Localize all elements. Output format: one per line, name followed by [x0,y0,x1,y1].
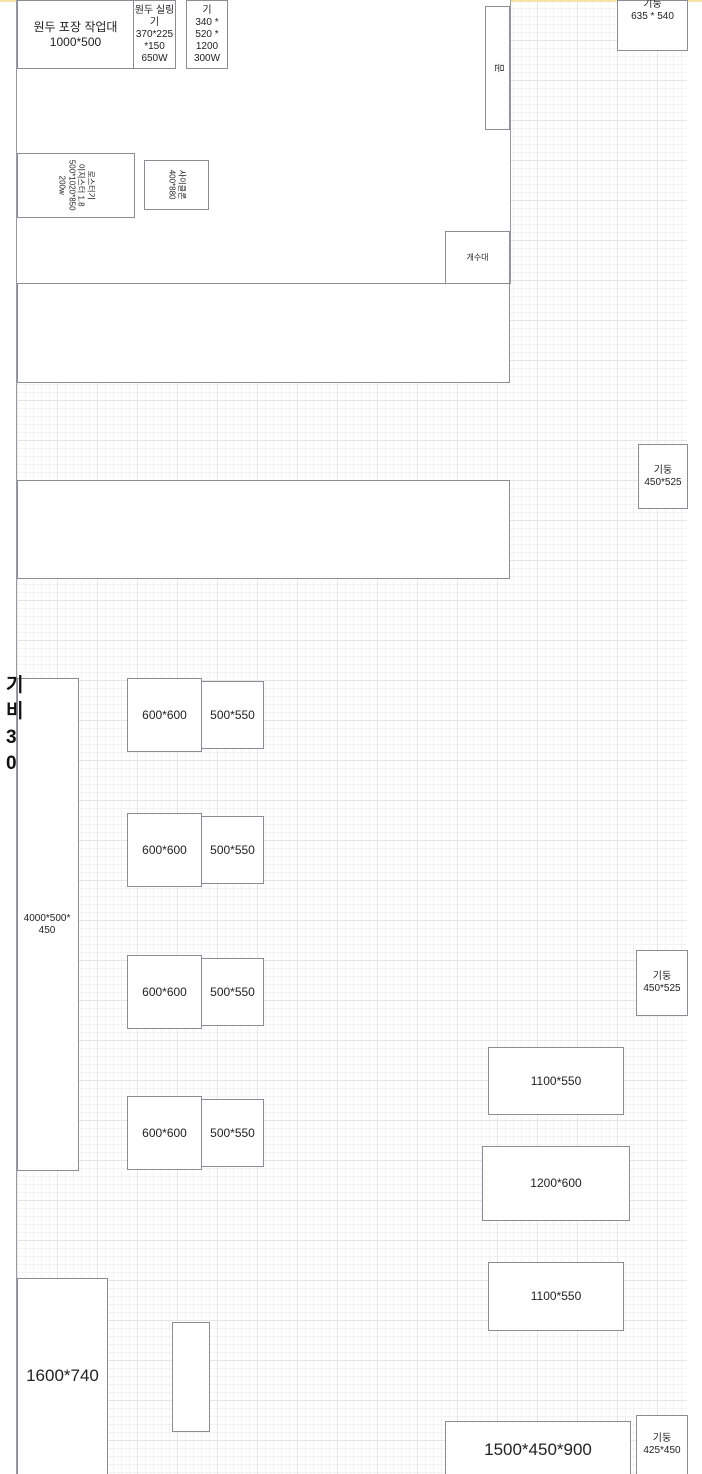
pillar-bottom-label: 기둥 425*450 [643,1433,681,1456]
right-table-3-label: 1100*550 [530,1289,582,1304]
station-small-1[interactable]: 500*550 [201,681,264,749]
station-small-1-label: 500*550 [210,707,255,722]
station-small-3-label: 500*550 [210,984,255,999]
cutoff-char-1: 기 [6,675,24,696]
bottom-left-table[interactable]: 1600*740 [17,1278,108,1474]
machine-340[interactable]: 기 340 * 520 * 1200 300W [186,0,228,69]
right-table-2[interactable]: 1200*600 [482,1146,630,1221]
right-table-2-label: 1200*600 [530,1176,582,1191]
roaster[interactable]: 로스터기 이지스터 1.8 500*1020*850 200w [17,153,135,218]
sealing-machine-label: 원두 실링 기 370*225 *150 650W [134,4,175,64]
packing-table[interactable]: 원두 포장 작업대 1000*500 [17,0,134,69]
right-table-1[interactable]: 1100*550 [488,1047,624,1115]
cyclone-label: 사이클론 400*880 [167,170,187,200]
pillar-top-label: 기둥 635 * 540 [631,0,674,22]
pillar-top[interactable]: 기둥 635 * 540 [617,0,688,51]
pillar-mid-1[interactable]: 기둥 450*525 [638,444,688,509]
pillar-mid-2[interactable]: 기둥 450*525 [636,950,688,1016]
bottom-counter-label: 1500*450*900 [484,1439,592,1459]
cyclone[interactable]: 사이클론 400*880 [144,160,209,210]
long-table-label: 4000*500* 450 [23,912,71,936]
cutoff-char-3: 3 [6,727,17,748]
packing-table-label: 원두 포장 작업대 1000*500 [33,20,118,49]
pillar-mid-1-label: 기둥 450*525 [644,464,682,488]
station-small-4[interactable]: 500*550 [201,1099,264,1167]
station-small-3[interactable]: 500*550 [201,958,264,1026]
sink[interactable]: 개수대 [445,231,510,284]
station-small-2-label: 500*550 [210,842,255,857]
door[interactable]: 문 [485,6,510,130]
station-large-3[interactable]: 600*600 [127,955,202,1029]
bottom-left-table-label: 1600*740 [26,1366,99,1386]
narrow-cabinet[interactable] [172,1322,210,1432]
cutoff-char-4: 0 [6,753,17,774]
left-wall-line [16,0,17,1474]
right-table-3[interactable]: 1100*550 [488,1262,624,1331]
station-large-2[interactable]: 600*600 [127,813,202,887]
station-small-2[interactable]: 500*550 [201,816,264,884]
counter-block-2[interactable] [17,480,510,579]
station-large-4-label: 600*600 [142,1125,187,1140]
sink-label: 개수대 [466,252,489,262]
machine-340-label: 기 340 * 520 * 1200 300W [193,4,221,64]
bottom-counter[interactable]: 1500*450*900 [445,1421,631,1474]
pillar-mid-2-label: 기둥 450*525 [643,971,681,994]
station-small-4-label: 500*550 [210,1125,255,1140]
counter-block-1[interactable] [17,283,510,383]
station-large-2-label: 600*600 [142,842,187,857]
station-large-1-label: 600*600 [142,707,187,722]
station-large-1[interactable]: 600*600 [127,678,202,752]
station-large-3-label: 600*600 [142,984,187,999]
right-table-1-label: 1100*550 [530,1073,582,1088]
pillar-bottom[interactable]: 기둥 425*450 [636,1415,688,1474]
roaster-label: 로스터기 이지스터 1.8 500*1020*850 200w [57,160,96,211]
long-table[interactable]: 4000*500* 450 [17,678,79,1171]
cutoff-char-2: 비 [6,701,24,722]
sealing-machine[interactable]: 원두 실링 기 370*225 *150 650W [133,0,176,69]
door-label: 문 [492,63,504,73]
station-large-4[interactable]: 600*600 [127,1096,202,1170]
